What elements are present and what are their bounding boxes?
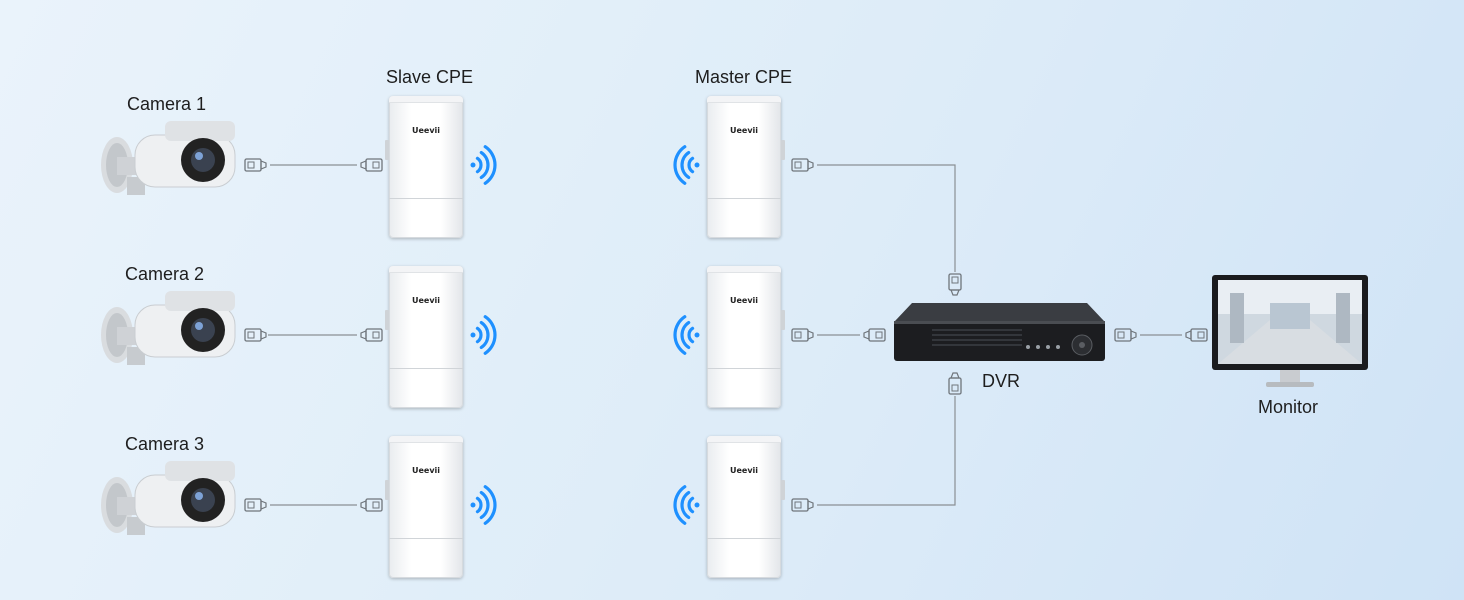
wifi-signal-icon <box>673 145 700 185</box>
cpe-top <box>389 266 463 273</box>
camera-1-label: Camera 1 <box>127 94 207 114</box>
cpe-band <box>389 198 463 199</box>
cpe-mount <box>385 480 389 500</box>
cpe-band <box>707 368 781 369</box>
cable-master-1-dvr <box>817 164 956 272</box>
cpe-brand-label: Ueevii <box>411 126 441 135</box>
cpe-band <box>389 368 463 369</box>
ethernet-connector-icon <box>791 328 814 342</box>
ethernet-connector-icon <box>1185 328 1208 342</box>
wifi-signal-icon <box>673 485 700 525</box>
wifi-signal-icon <box>673 315 700 355</box>
cpe-brand-label: Ueevii <box>729 296 759 305</box>
slave-cpe-2: Ueevii <box>385 266 463 408</box>
ethernet-connector-icon <box>948 372 962 395</box>
wifi-signal-icon <box>470 145 497 185</box>
cpe-brand-label: Ueevii <box>729 126 759 135</box>
ethernet-connector-icon <box>791 498 814 512</box>
slave-cpe-label: Slave CPE <box>386 67 474 87</box>
dvr-image <box>894 303 1105 361</box>
slave-cpe-1: Ueevii <box>385 96 463 238</box>
cpe-mount <box>385 310 389 330</box>
wifi-signal-icon <box>470 485 497 525</box>
cpe-brand-label: Ueevii <box>411 466 441 475</box>
ethernet-connector-icon <box>360 498 383 512</box>
ethernet-connector-icon <box>1114 328 1137 342</box>
cpe-top <box>389 96 463 103</box>
cpe-brand-label: Ueevii <box>729 466 759 475</box>
cpe-mount <box>385 140 389 160</box>
cpe-mount <box>781 310 785 330</box>
camera-1-image <box>101 121 236 195</box>
cpe-mount <box>781 480 785 500</box>
cpe-top <box>707 96 781 103</box>
camera-3-image <box>101 461 236 535</box>
cable-master-3-dvr <box>817 396 956 506</box>
ethernet-connector-icon <box>244 328 267 342</box>
master-cpe-1: Ueevii <box>707 96 785 238</box>
cpe-band <box>707 198 781 199</box>
ethernet-connector-icon <box>948 273 962 296</box>
wifi-signal-icon <box>470 315 497 355</box>
dvr-label: DVR <box>982 371 1021 391</box>
camera-3-label: Camera 3 <box>125 434 205 454</box>
ethernet-connector-icon <box>360 328 383 342</box>
cpe-band <box>707 538 781 539</box>
cpe-band <box>389 538 463 539</box>
ethernet-connector-icon <box>244 158 267 172</box>
camera-2-label: Camera 2 <box>125 264 205 284</box>
ethernet-connector-icon <box>863 328 886 342</box>
master-cpe-2: Ueevii <box>707 266 785 408</box>
monitor-image <box>1212 275 1368 387</box>
cpe-mount <box>781 140 785 160</box>
slave-cpe-3: Ueevii <box>385 436 463 578</box>
cpe-top <box>389 436 463 443</box>
master-cpe-label: Master CPE <box>695 67 793 87</box>
cpe-brand-label: Ueevii <box>411 296 441 305</box>
cpe-top <box>707 266 781 273</box>
cpe-top <box>707 436 781 443</box>
monitor-label: Monitor <box>1258 397 1319 417</box>
camera-2-image <box>101 291 236 365</box>
ethernet-connector-icon <box>791 158 814 172</box>
master-cpe-3: Ueevii <box>707 436 785 578</box>
ethernet-connector-icon <box>244 498 267 512</box>
ethernet-connector-icon <box>360 158 383 172</box>
